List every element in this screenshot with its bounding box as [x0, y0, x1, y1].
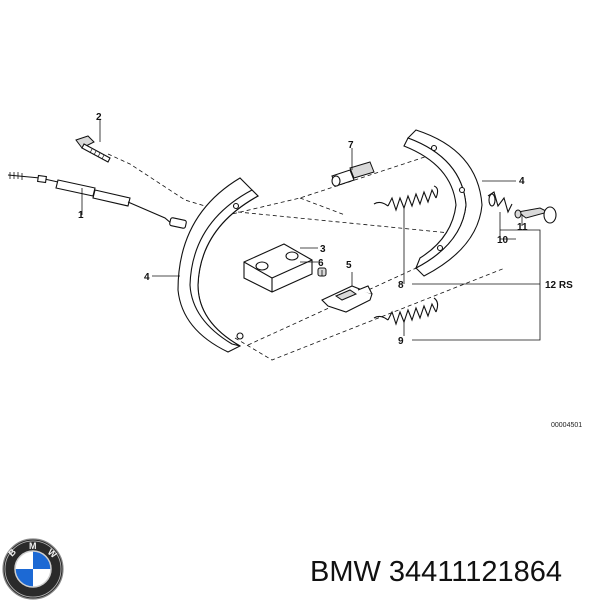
- adjuster-clip: [321, 285, 373, 313]
- leader-lines: [81, 120, 541, 341]
- callout-6: 6: [318, 258, 324, 269]
- upper-spring: [373, 185, 439, 212]
- callout-8: 8: [398, 280, 404, 291]
- retaining-spring: [487, 191, 513, 214]
- bolt: [75, 135, 111, 163]
- callout-5: 5: [346, 260, 352, 271]
- adjuster-screw: [331, 161, 375, 187]
- part-number-caption: BMW 34411121864: [310, 556, 563, 588]
- bmw-logo: B M W: [2, 538, 64, 600]
- handbrake-cable: [7, 172, 187, 229]
- callout-3: 3: [320, 244, 326, 255]
- brake-shoe-right: [403, 129, 483, 277]
- callout-10: 10: [497, 235, 509, 246]
- callout-4-left: 4: [144, 272, 150, 283]
- callout-11: 11: [517, 222, 528, 233]
- brake-shoe-left: [177, 177, 259, 353]
- callout-1: 1: [78, 210, 84, 221]
- drawing-code: 00004501: [551, 422, 582, 429]
- expander-block: [243, 243, 313, 293]
- svg-text:M: M: [29, 541, 37, 551]
- lower-spring: [373, 297, 439, 326]
- callout-2: 2: [96, 112, 102, 123]
- callout-12-rs: 12 RS: [545, 280, 573, 291]
- callout-9: 9: [398, 336, 404, 347]
- retaining-pin: [514, 206, 557, 224]
- callout-labels: 1 2 3 4 4 5 6 7 8 9 10 11 12 RS: [78, 112, 573, 347]
- callout-4-right: 4: [519, 176, 525, 187]
- callout-7: 7: [348, 140, 354, 151]
